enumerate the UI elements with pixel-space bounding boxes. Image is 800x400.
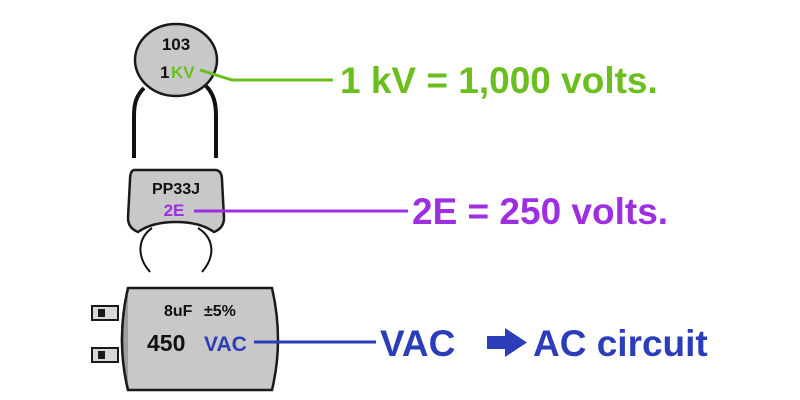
can-capacitor-end-cap xyxy=(120,287,130,391)
ceramic-lead-left xyxy=(132,86,146,158)
ceramic-value-prefix: 1 xyxy=(160,63,169,82)
ceramic-lead-right xyxy=(204,84,218,158)
film-2e-marking: 2E xyxy=(164,201,185,220)
film-leg-right xyxy=(197,227,213,273)
film-capacitor-body xyxy=(126,168,226,234)
ceramic-kv-marking: KV xyxy=(171,63,195,82)
can-voltage-number: 450 xyxy=(147,330,185,356)
right-arrow-icon xyxy=(487,328,527,357)
terminal-top-hole xyxy=(98,309,105,317)
2e-callout-text: 2E = 250 volts. xyxy=(412,191,668,232)
film-capacitor: PP33J 2E 2E = 250 volts. xyxy=(126,168,668,273)
can-capacitor: 8uF ±5% 450 VAC VAC AC circuit xyxy=(91,286,708,392)
ceramic-disc-capacitor: 103 1 KV 1 kV = 1,000 volts. xyxy=(132,22,658,158)
film-code-label: PP33J xyxy=(152,181,200,198)
can-tolerance-label: ±5% xyxy=(204,303,236,320)
can-capacitor-body xyxy=(120,286,280,392)
ceramic-disc-body xyxy=(133,22,219,98)
kv-leader-line xyxy=(199,68,333,82)
ceramic-code-label: 103 xyxy=(162,35,190,54)
kv-callout-text: 1 kV = 1,000 volts. xyxy=(340,60,658,101)
terminal-bottom-hole xyxy=(98,351,105,359)
film-leg-left xyxy=(139,227,153,273)
vac-callout-text: VAC xyxy=(380,323,455,364)
can-capacitance-label: 8uF xyxy=(164,303,193,320)
ac-circuit-callout-text: AC circuit xyxy=(533,323,708,364)
can-vac-marking: VAC xyxy=(204,333,247,356)
